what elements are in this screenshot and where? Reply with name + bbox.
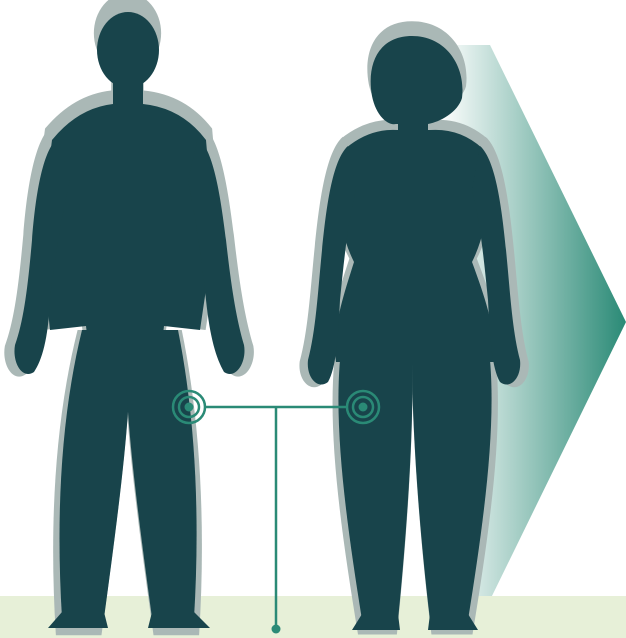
- target-icon: [347, 391, 379, 423]
- target-icon: [173, 391, 205, 423]
- connector-lines: [204, 407, 348, 628]
- male-figure: [4, 0, 254, 635]
- connector-endpoint: [272, 625, 281, 634]
- male-silhouette: [14, 12, 244, 628]
